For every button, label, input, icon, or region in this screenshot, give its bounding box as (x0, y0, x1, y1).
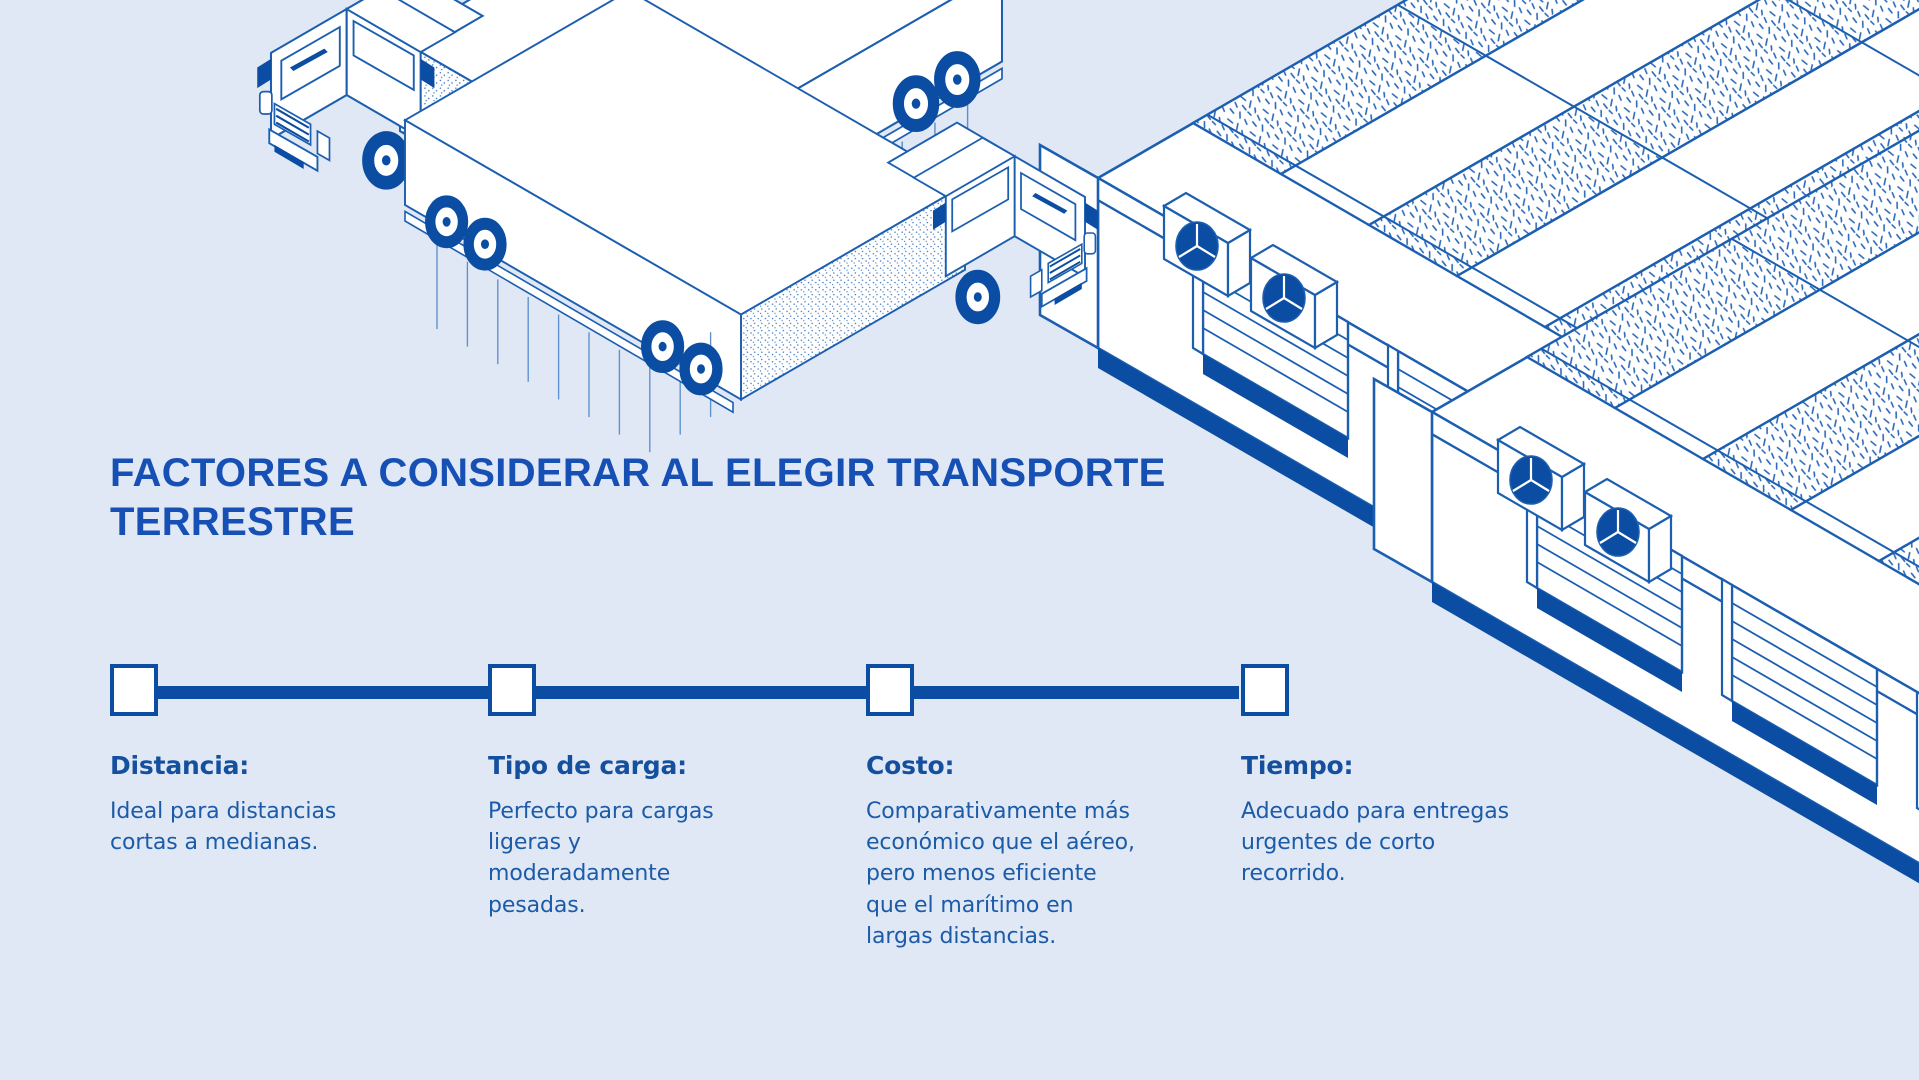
factor-column-distancia: Distancia: Ideal para distancias cortas … (110, 752, 368, 858)
timeline (110, 664, 1290, 720)
timeline-node-3[interactable] (866, 664, 914, 716)
factor-heading-distancia: Distancia: (110, 751, 250, 780)
factor-body-tiempo: Adecuado para entregas urgentes de corto… (1241, 798, 1509, 887)
factor-body-distancia: Ideal para distancias cortas a medianas. (110, 798, 337, 855)
factor-heading-tipo-de-carga: Tipo de carga: (488, 751, 687, 780)
factor-body-costo: Comparativamente más económico que el aé… (866, 798, 1135, 950)
title-block: FACTORES A CONSIDERAR AL ELEGIR TRANSPOR… (110, 449, 1350, 547)
factor-column-tipo-de-carga: Tipo de carga: Perfecto para cargas lige… (488, 752, 746, 921)
factor-body-tipo-de-carga: Perfecto para cargas ligeras y moderadam… (488, 798, 714, 918)
factor-heading-tiempo: Tiempo: (1241, 751, 1354, 780)
timeline-node-4[interactable] (1241, 664, 1289, 716)
timeline-node-2[interactable] (488, 664, 536, 716)
page-title: FACTORES A CONSIDERAR AL ELEGIR TRANSPOR… (110, 451, 1166, 544)
factor-columns: Distancia: Ideal para distancias cortas … (110, 752, 1509, 1052)
factor-column-tiempo: Tiempo: Adecuado para entregas urgentes … (1241, 752, 1521, 890)
timeline-node-1[interactable] (110, 664, 158, 716)
timeline-track (134, 686, 1239, 699)
semi-truck-center (404, 0, 1099, 454)
warehouse-building-back (1038, 0, 1919, 728)
factor-heading-costo: Costo: (866, 751, 955, 780)
semi-truck-left (256, 0, 1004, 329)
factor-column-costo: Costo: Comparativamente más económico qu… (866, 752, 1138, 953)
